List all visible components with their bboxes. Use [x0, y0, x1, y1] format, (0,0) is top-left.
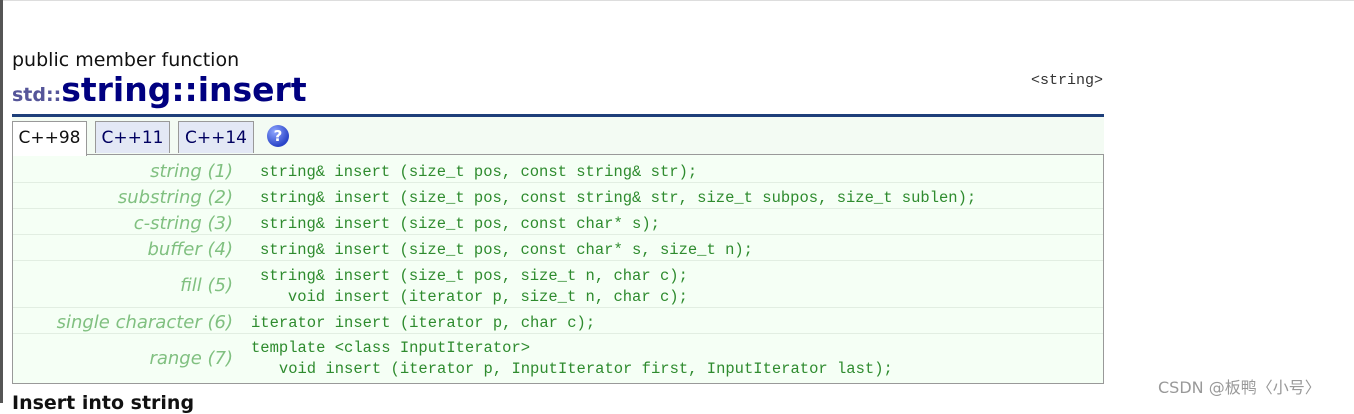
prototype-table: string (1) string& insert (size_t pos, c…: [12, 154, 1104, 384]
prototype-code-line: template <class InputIterator>: [251, 339, 531, 357]
prototype-row: buffer (4) string& insert (size_t pos, c…: [13, 235, 1103, 261]
prototype-code-line: string& insert (size_t pos, size_t n, ch…: [260, 267, 688, 285]
title-function-name: string::insert: [61, 70, 307, 109]
title-namespace: std::: [12, 84, 62, 106]
prototype-label: buffer (4): [147, 239, 233, 260]
top-divider: [0, 0, 1354, 1]
section-heading: Insert into string: [12, 392, 195, 414]
prototype-code-line: string& insert (size_t pos, const string…: [260, 163, 698, 181]
prototype-code-line: string& insert (size_t pos, const char* …: [260, 241, 753, 259]
help-icon[interactable]: ?: [267, 125, 289, 147]
prototype-code-line: void insert (iterator p, size_t n, char …: [260, 288, 688, 306]
prototype-code-line: string& insert (size_t pos, const char* …: [260, 215, 660, 233]
version-tab-strip: [12, 117, 1104, 155]
prototype-code-line: void insert (iterator p, InputIterator f…: [251, 360, 893, 378]
tab-cpp11[interactable]: C++11: [95, 121, 170, 153]
prototype-label: fill (5): [180, 275, 233, 296]
prototype-label: single character (6): [56, 312, 233, 333]
prototype-row: single character (6) iterator insert (it…: [13, 308, 1103, 334]
member-kind-label: public member function: [12, 49, 240, 71]
prototype-code-line: string& insert (size_t pos, const string…: [260, 189, 977, 207]
prototype-label: c-string (3): [133, 213, 233, 234]
prototype-label: string (1): [150, 161, 233, 182]
tab-cpp98[interactable]: C++98: [12, 121, 87, 156]
tab-cpp14[interactable]: C++14: [178, 121, 254, 153]
prototype-row: c-string (3) string& insert (size_t pos,…: [13, 209, 1103, 235]
page-title: std::string::insert: [12, 70, 307, 109]
watermark: CSDN @板鸭〈小号〉: [1158, 378, 1321, 397]
prototype-row: fill (5) string& insert (size_t pos, siz…: [13, 261, 1103, 308]
title-rule: [12, 114, 1104, 117]
header-file-link[interactable]: <string>: [1031, 72, 1104, 89]
prototype-code-line: iterator insert (iterator p, char c);: [251, 314, 596, 332]
window-left-edge: [0, 0, 3, 403]
prototype-row: range (7) template <class InputIterator>…: [13, 334, 1103, 383]
prototype-label: substring (2): [117, 187, 233, 208]
prototype-label: range (7): [149, 348, 233, 369]
prototype-row: string (1) string& insert (size_t pos, c…: [13, 157, 1103, 183]
prototype-row: substring (2) string& insert (size_t pos…: [13, 183, 1103, 209]
